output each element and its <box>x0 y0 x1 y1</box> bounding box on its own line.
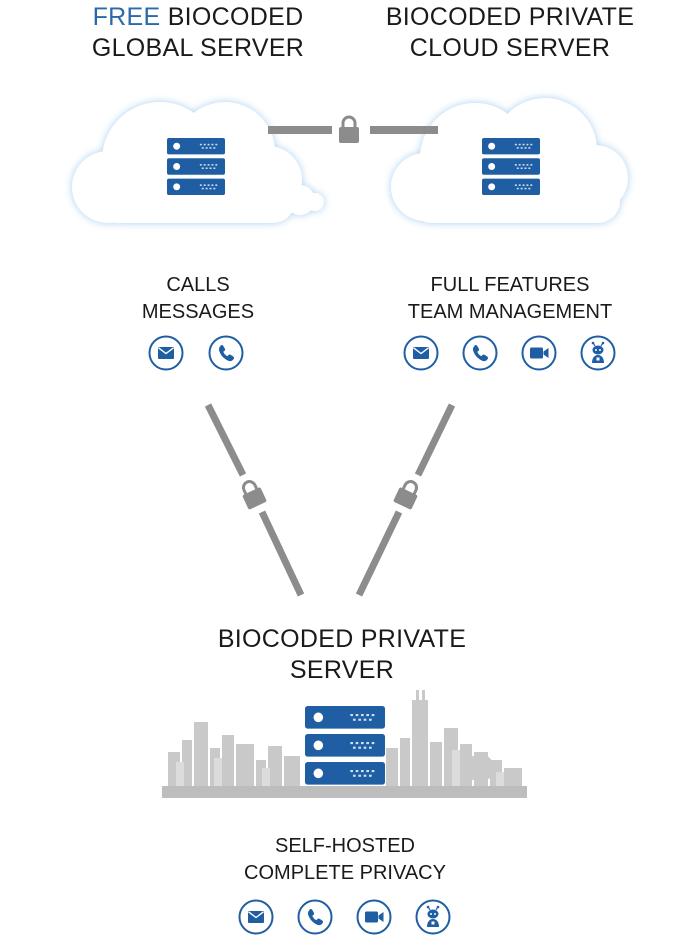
message-icon <box>238 899 274 935</box>
private-cloud-icons <box>403 335 619 373</box>
video-icon <box>356 899 392 935</box>
global-server-rack-icon <box>167 138 225 196</box>
global-server-title: FREE BIOCODED GLOBAL SERVER <box>60 2 336 64</box>
private-server-caption-line1: SELF-HOSTED <box>274 835 416 857</box>
private-server-title-line1: BIOCODED PRIVATE <box>217 625 467 653</box>
global-server-title-line2: GLOBAL SERVER <box>91 34 305 62</box>
bot-icon <box>415 899 451 935</box>
city-skyline <box>162 690 527 798</box>
bot-icon <box>580 335 616 371</box>
lock-icon <box>236 476 269 512</box>
private-server-title-line2: SERVER <box>289 656 395 684</box>
global-server-caption: CALLS MESSAGES <box>96 272 300 326</box>
lock-icon <box>337 115 361 144</box>
global-server-icons <box>148 335 248 373</box>
global-server-title-line1: BIOCODED <box>167 3 304 31</box>
private-cloud-title-line2: CLOUD SERVER <box>409 34 611 62</box>
private-cloud-server-rack-icon <box>482 138 540 196</box>
free-label: FREE <box>92 3 161 31</box>
global-caption-line1: CALLS <box>166 274 230 296</box>
private-cloud-caption: FULL FEATURES TEAM MANAGEMENT <box>380 272 640 326</box>
private-server-icons <box>238 899 454 937</box>
lock-icon <box>391 476 424 512</box>
private-cloud-caption-line2: TEAM MANAGEMENT <box>407 301 613 323</box>
cloud-link-line <box>268 115 438 144</box>
private-server-title: BIOCODED PRIVATE SERVER <box>190 624 494 686</box>
private-cloud-caption-line1: FULL FEATURES <box>430 274 590 296</box>
message-icon <box>403 335 439 371</box>
global-link-line <box>204 403 305 597</box>
cloud-private-link-line <box>355 403 456 597</box>
global-caption-line2: MESSAGES <box>141 301 255 323</box>
phone-icon <box>462 335 498 371</box>
message-icon <box>148 335 184 371</box>
private-cloud-title-line1: BIOCODED PRIVATE <box>385 3 635 31</box>
private-server-rack-icon <box>305 706 385 785</box>
private-server-caption-line2: COMPLETE PRIVACY <box>244 862 446 884</box>
phone-icon <box>297 899 333 935</box>
video-icon <box>521 335 557 371</box>
private-cloud-server-title: BIOCODED PRIVATE CLOUD SERVER <box>365 2 655 64</box>
phone-icon <box>208 335 244 371</box>
private-server-caption: SELF-HOSTED COMPLETE PRIVACY <box>200 833 490 887</box>
